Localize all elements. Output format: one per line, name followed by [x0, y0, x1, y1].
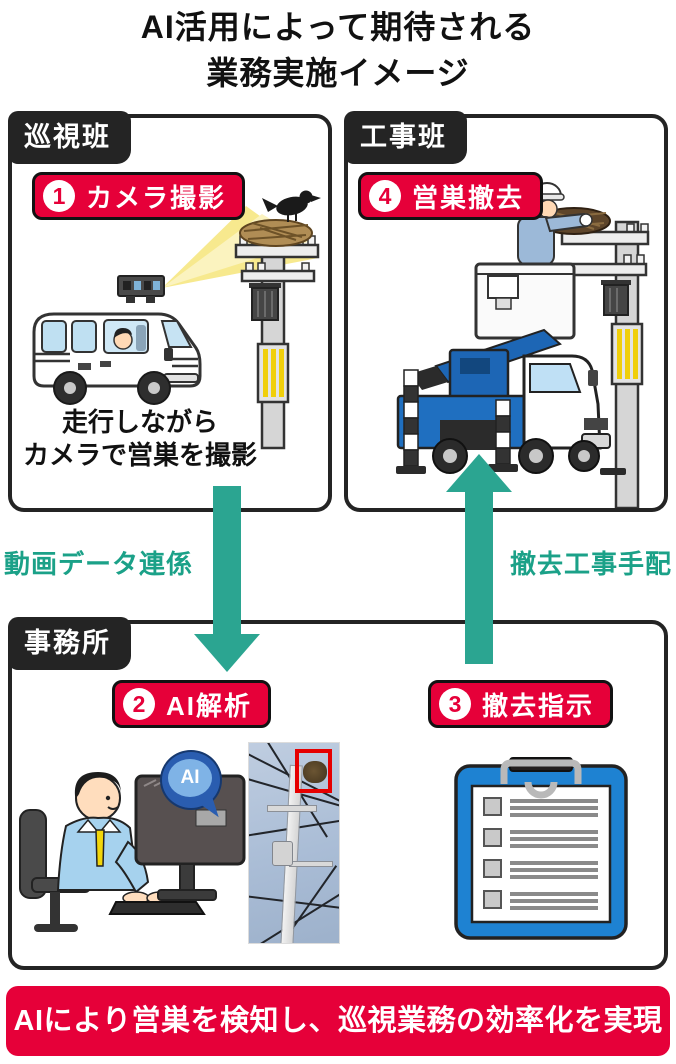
step4-number: 4 — [369, 180, 401, 212]
page-title-line1: AI活用によって期待される — [140, 9, 536, 45]
office-panel: 事務所 2 AI解析 3 撤去指示 — [8, 617, 668, 970]
keyboard-icon — [108, 901, 206, 915]
up-arrow-icon — [446, 454, 512, 664]
crow-icon — [262, 190, 321, 222]
step3-badge: 3 撤去指示 — [428, 680, 614, 728]
page-title-line2: 業務実施イメージ — [206, 55, 470, 91]
office-worker-illustration — [19, 772, 246, 932]
step1-number: 1 — [43, 180, 75, 212]
step3-number: 3 — [439, 688, 471, 720]
patrol-van-icon — [32, 275, 202, 405]
checklist-row — [483, 859, 598, 879]
patrol-caption-line2: カメラで営巣を撮影 — [22, 440, 257, 470]
nest-icon — [239, 219, 313, 247]
photo-transformer — [272, 841, 293, 866]
ai-bubble-text: AI — [168, 759, 212, 797]
photo-crossarm — [267, 805, 317, 812]
clipboard-icon — [454, 757, 628, 940]
patrol-panel: 巡視班 1 カメラ撮影 — [8, 111, 332, 512]
step2-label: AI解析 — [166, 690, 253, 721]
page-title: AI活用によって期待される 業務実施イメージ — [0, 4, 676, 96]
construction-panel-label: 工事班 — [344, 111, 467, 164]
step3-label: 撤去指示 — [482, 690, 595, 721]
step4-badge: 4 営巣撤去 — [358, 172, 544, 220]
bucket-icon — [474, 262, 576, 340]
detection-box — [295, 749, 332, 793]
photo-crossarm — [289, 861, 333, 867]
office-panel-label: 事務所 — [8, 617, 131, 670]
bucket-truck-icon — [396, 348, 626, 475]
patrol-caption: 走行しながら カメラで営巣を撮影 — [18, 406, 262, 472]
patrol-scene-illustration — [32, 190, 321, 450]
step4-label: 営巣撤去 — [412, 182, 525, 213]
outrigger-icon — [488, 399, 518, 472]
step2-number: 2 — [123, 688, 155, 720]
outrigger-icon — [396, 369, 426, 474]
removal-order-flow-label: 撤去工事手配 — [509, 549, 672, 579]
checklist-row — [483, 890, 598, 910]
patrol-caption-line1: 走行しながら — [61, 407, 218, 437]
video-data-flow-label: 動画データ連係 — [4, 549, 194, 579]
detected-nest — [303, 761, 327, 783]
patrol-panel-label: 巡視班 — [8, 111, 131, 164]
construction-panel: 工事班 4 営巣撤去 — [344, 111, 668, 512]
down-arrow-icon — [194, 486, 260, 672]
checklist-row — [483, 828, 598, 848]
step1-badge: 1 カメラ撮影 — [32, 172, 246, 220]
conclusion-banner: AIにより営巣を検知し、巡視業務の効率化を実現 — [6, 986, 670, 1056]
utility-pole-icon — [560, 220, 650, 508]
step2-badge: 2 AI解析 — [112, 680, 272, 728]
nest-detection-photo — [248, 742, 340, 944]
checklist-row — [483, 797, 598, 817]
ai-speech-bubble: AI — [160, 750, 222, 810]
step1-label: カメラ撮影 — [86, 182, 227, 213]
